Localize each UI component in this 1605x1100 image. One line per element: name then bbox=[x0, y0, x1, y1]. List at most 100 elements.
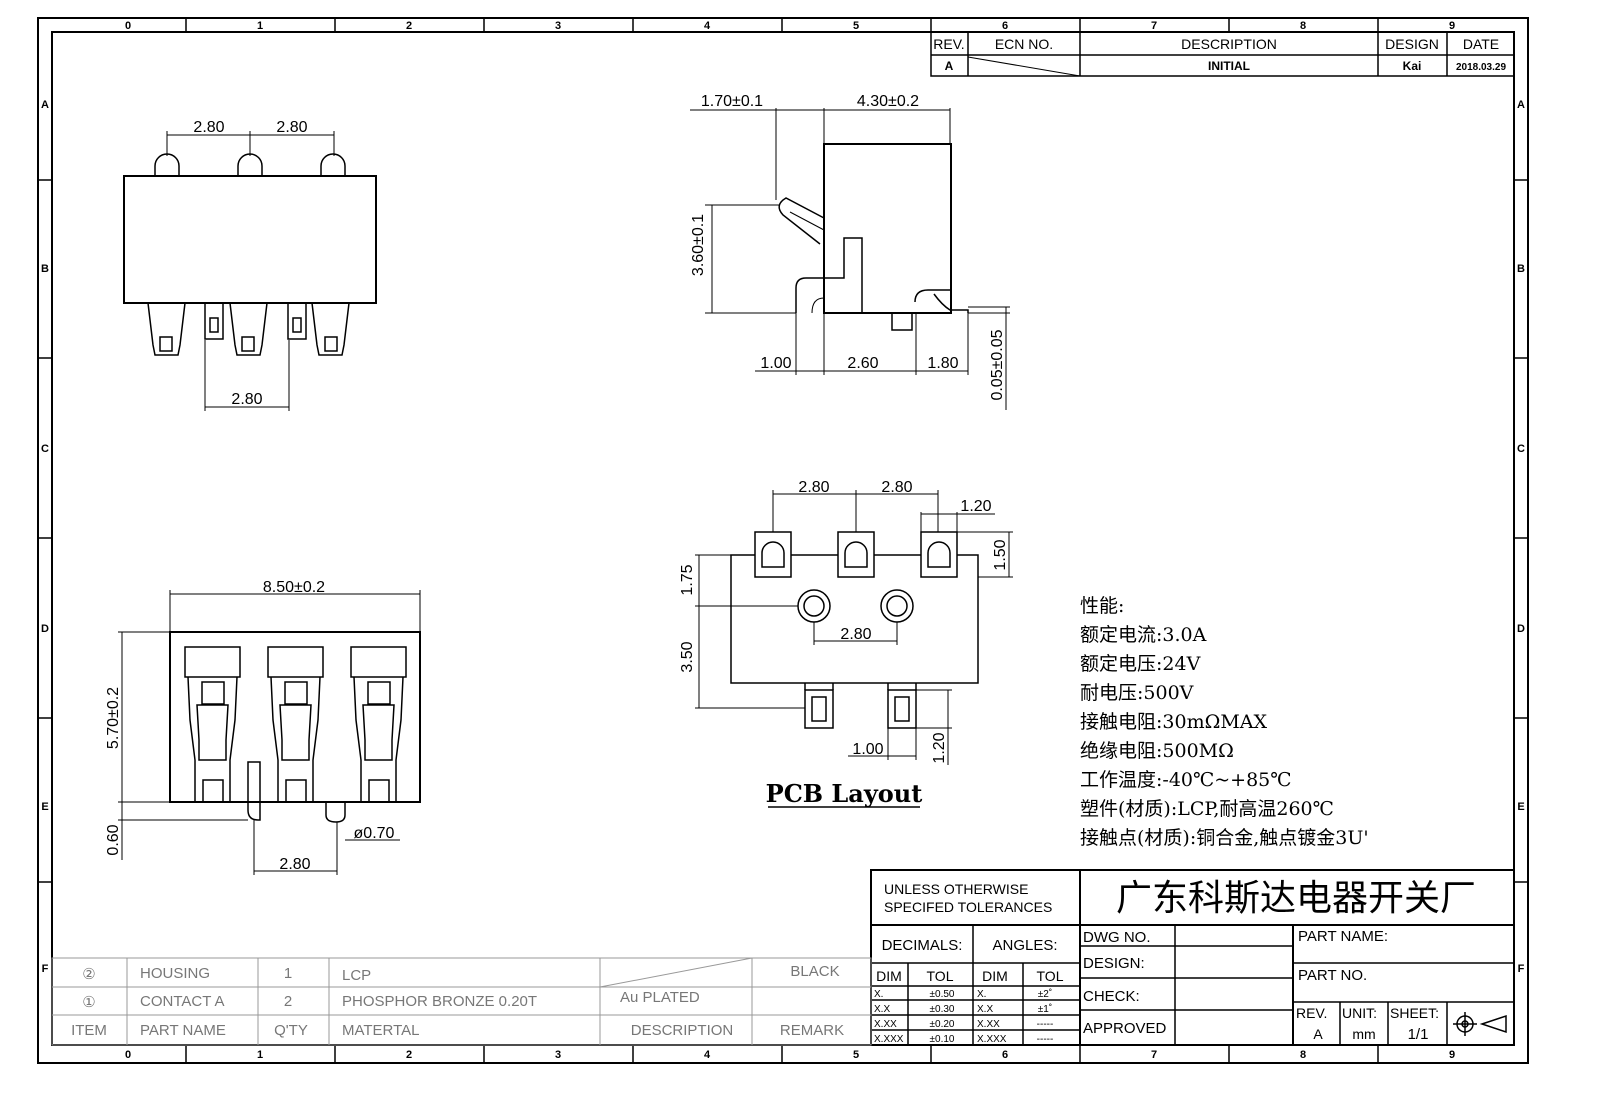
dim-label: 3.50 bbox=[679, 641, 696, 672]
check-label: CHECK: bbox=[1083, 988, 1140, 1005]
tol-col-label: TOL bbox=[1037, 968, 1064, 984]
bom-part-name: CONTACT A bbox=[140, 993, 224, 1010]
dim-label: 1.00 bbox=[760, 355, 791, 372]
dim-label: 2.80 bbox=[881, 479, 912, 496]
dim-label: 2.80 bbox=[276, 119, 307, 136]
bom-qty: 2 bbox=[284, 993, 292, 1010]
decimal-tol: ±0.10 bbox=[930, 1034, 955, 1045]
title-block-text: UNLESS OTHERWISE SPECIFED TOLERANCES 广东科… bbox=[874, 877, 1507, 1045]
approved-label: APPROVED bbox=[1083, 1020, 1167, 1037]
specifications: 性能: 额定电流:3.0A 额定电压:24V 耐电压:500V 接触电阻:30m… bbox=[1080, 595, 1369, 849]
tolerance-note: UNLESS OTHERWISE bbox=[884, 881, 1028, 897]
row-label-right: A bbox=[1517, 99, 1525, 111]
rev-value: A bbox=[945, 59, 954, 73]
angle-tol: ----- bbox=[1037, 1019, 1054, 1030]
col-label-top: 1 bbox=[257, 20, 263, 32]
top-view-dims: 2.80 2.80 2.80 bbox=[193, 119, 307, 408]
sheet-value: 1/1 bbox=[1408, 1026, 1429, 1043]
revision-block: REV. ECN NO. DESCRIPTION DESIGN DATE A I… bbox=[930, 31, 1515, 77]
bom-header-description: DESCRIPTION bbox=[631, 1022, 734, 1039]
ecn-header: ECN NO. bbox=[995, 36, 1053, 52]
description-value: INITIAL bbox=[1208, 59, 1250, 73]
col-label-top: 4 bbox=[704, 20, 711, 32]
angle-tol: ±1˚ bbox=[1038, 1003, 1052, 1015]
tol-col-label: TOL bbox=[927, 968, 954, 984]
decimal-dim: X.X bbox=[874, 1004, 890, 1015]
date-value: 2018.03.29 bbox=[1456, 62, 1506, 73]
bom-material: LCP bbox=[342, 967, 371, 984]
rev-header: REV. bbox=[933, 36, 964, 52]
col-label-bottom: 9 bbox=[1449, 1049, 1455, 1061]
col-label-bottom: 3 bbox=[555, 1049, 561, 1061]
dim-label: 0.60 bbox=[105, 824, 122, 855]
bottom-view-dims: 8.50±0.2 5.70±0.2 0.60 ø0.70 2.80 bbox=[105, 579, 395, 873]
row-label-left: D bbox=[41, 623, 49, 635]
col-label-top: 2 bbox=[406, 20, 412, 32]
dim-col-label: DIM bbox=[982, 968, 1008, 984]
col-label-top: 8 bbox=[1300, 20, 1306, 32]
company-name: 广东科斯达电器开关厂 bbox=[1116, 877, 1476, 918]
bom-remark: BLACK bbox=[790, 963, 839, 980]
dim-label: 3.60±0.1 bbox=[690, 214, 707, 276]
col-label-bottom: 5 bbox=[853, 1049, 859, 1061]
bom-header-qty: Q'TY bbox=[274, 1022, 308, 1039]
dim-label: 0.05±0.05 bbox=[989, 329, 1006, 400]
spec-line: 接触点(材质):铜合金,触点镀金3U' bbox=[1080, 827, 1369, 849]
col-label-bottom: 1 bbox=[257, 1049, 263, 1061]
dim-label: ø0.70 bbox=[354, 825, 395, 842]
col-label-top: 5 bbox=[853, 20, 859, 32]
specs-title: 性能: bbox=[1080, 595, 1124, 617]
date-header: DATE bbox=[1463, 36, 1499, 52]
dim-label: 2.80 bbox=[840, 626, 871, 643]
pcb-layout-dims: 2.80 2.80 1.20 1.50 1.75 2.80 3.50 1.00 … bbox=[679, 479, 1009, 808]
bom-table-text: ② HOUSING 1 LCP BLACK ① CONTACT A 2 PHOS… bbox=[71, 963, 844, 1039]
dim-label: 1.50 bbox=[992, 539, 1009, 570]
decimal-tol: ±0.20 bbox=[930, 1019, 955, 1030]
col-label-top: 9 bbox=[1449, 20, 1455, 32]
row-label-right: C bbox=[1517, 443, 1525, 455]
side-view-dims: 1.70±0.1 4.30±0.2 3.60±0.1 1.00 2.60 1.8… bbox=[690, 93, 1006, 401]
bom-part-name: HOUSING bbox=[140, 965, 210, 982]
pcb-layout-view bbox=[695, 490, 1013, 808]
tolerance-note: SPECIFED TOLERANCES bbox=[884, 899, 1052, 915]
frame-labels: 0 1 2 3 4 5 6 7 8 9 0 1 2 3 4 5 6 7 8 9 … bbox=[41, 20, 1525, 1061]
decimal-tol: ±0.30 bbox=[930, 1004, 955, 1015]
row-label-left: E bbox=[41, 801, 48, 813]
dwg-no-label: DWG NO. bbox=[1083, 929, 1151, 946]
row-label-right: F bbox=[1518, 963, 1525, 975]
bom-table bbox=[51, 957, 872, 1046]
decimals-label: DECIMALS: bbox=[882, 937, 963, 954]
dim-label: 2.80 bbox=[231, 391, 262, 408]
spec-line: 工作温度:-40℃~+85℃ bbox=[1080, 769, 1292, 791]
design-header: DESIGN bbox=[1385, 36, 1439, 52]
dim-label: 4.30±0.2 bbox=[857, 93, 919, 110]
row-label-left: F bbox=[42, 963, 49, 975]
col-label-bottom: 4 bbox=[704, 1049, 711, 1061]
angle-tol: ----- bbox=[1037, 1034, 1054, 1045]
spec-line: 耐电压:500V bbox=[1080, 682, 1194, 704]
dim-label: 8.50±0.2 bbox=[263, 579, 325, 596]
spec-line: 接触电阻:30mΩMAX bbox=[1080, 711, 1268, 733]
col-label-bottom: 7 bbox=[1151, 1049, 1157, 1061]
unit-value: mm bbox=[1352, 1026, 1375, 1042]
col-label-bottom: 2 bbox=[406, 1049, 412, 1061]
col-label-top: 3 bbox=[555, 20, 561, 32]
bom-description: Au PLATED bbox=[620, 989, 700, 1006]
row-label-left: B bbox=[41, 263, 49, 275]
col-label-bottom: 0 bbox=[125, 1049, 131, 1061]
dim-label: 1.70±0.1 bbox=[701, 93, 763, 110]
bom-item: ① bbox=[82, 994, 95, 1011]
design-value: Kai bbox=[1403, 59, 1422, 73]
dim-label: 1.80 bbox=[927, 355, 958, 372]
row-label-right: D bbox=[1517, 623, 1525, 635]
spec-line: 塑件(材质):LCP,耐高温260℃ bbox=[1080, 798, 1334, 820]
design-label: DESIGN: bbox=[1083, 955, 1145, 972]
spec-line: 绝缘电阻:500MΩ bbox=[1080, 740, 1234, 762]
bom-qty: 1 bbox=[284, 965, 292, 982]
decimal-tol: ±0.50 bbox=[930, 989, 955, 1000]
col-label-top: 6 bbox=[1002, 20, 1008, 32]
angle-dim: X.XXX bbox=[977, 1034, 1007, 1045]
decimal-dim: X. bbox=[874, 989, 883, 1000]
angle-dim: X. bbox=[977, 989, 986, 1000]
description-header: DESCRIPTION bbox=[1181, 36, 1277, 52]
